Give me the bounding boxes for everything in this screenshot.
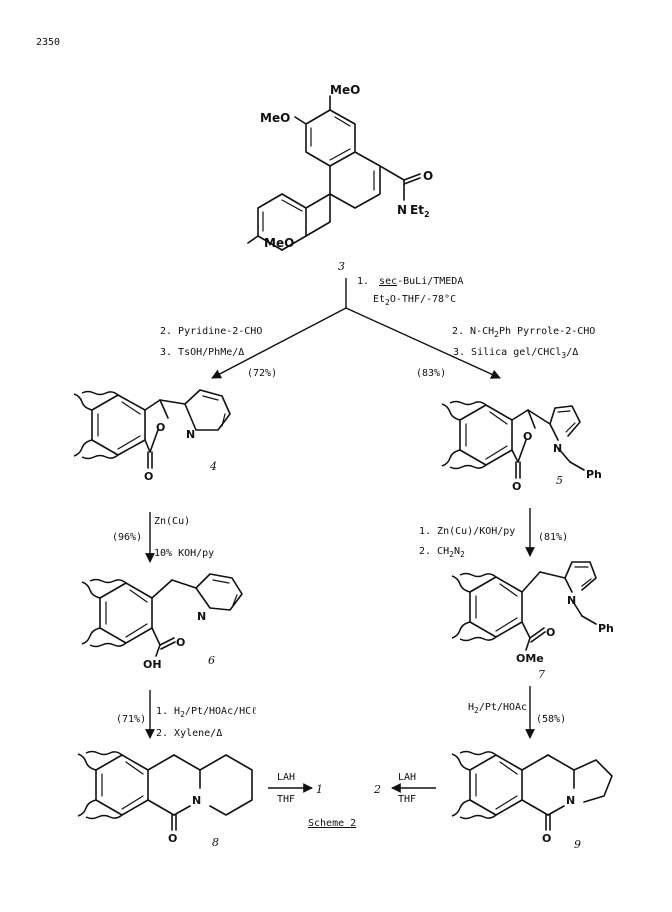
compound-9-structure [451, 750, 613, 831]
reagent-step1: 1.sec-BuLi/TMEDA [357, 276, 463, 287]
yield-4-to-6: (96%) [112, 532, 142, 543]
arrow-3-to-5 [345, 307, 501, 379]
compound-4-structure [73, 389, 231, 469]
yield-left: (72%) [247, 368, 277, 379]
atom-8-o: O [168, 832, 177, 845]
reagent-5-to-7-1: 1. Zn(Cu)/KOH/py [419, 526, 515, 537]
label-compound-6: 6 [208, 654, 215, 667]
reagent-4-to-6-2: 10% KOH/py [154, 548, 214, 559]
label-compound-9: 9 [574, 838, 581, 851]
atom-amide-n: N [397, 203, 407, 217]
compound-7-structure [451, 561, 597, 651]
atom-meo-mid: MeO [260, 111, 290, 125]
atom-4-o-carbonyl: O [144, 470, 153, 483]
yield-right: (83%) [416, 368, 446, 379]
atom-8-n: N [192, 794, 201, 807]
scheme-title: Scheme 2 [308, 818, 356, 829]
atom-7-n: N [567, 594, 576, 607]
compound-5-structure [441, 400, 585, 479]
reagent-5-to-7-2: 2. CH2N2 [419, 546, 465, 559]
atom-9-o: O [542, 832, 551, 845]
atom-5-o-ring: O [523, 430, 532, 443]
arrow-3-to-4 [211, 307, 347, 379]
reagent-step1-solvent: Et2O-THF/-78°C [373, 294, 456, 307]
compound-8-structure [77, 750, 253, 831]
atom-amide-o: O [423, 169, 433, 183]
label-compound-8: 8 [212, 836, 219, 849]
atom-amide-et: Et2 [410, 203, 430, 219]
label-compound-5: 5 [556, 474, 563, 487]
yield-7-to-9: (58%) [536, 714, 566, 725]
label-compound-4: 4 [209, 460, 217, 473]
reagent-6-to-8-1: 1. H2/Pt/HOAc/HCℓ [156, 706, 257, 719]
yield-6-to-8: (71%) [116, 714, 146, 725]
page-number: 2350 [36, 37, 60, 48]
atom-6-o-carbonyl: O [176, 636, 185, 649]
reagent-right-step2: 2. N-CH2Ph Pyrrole-2-CHO [452, 326, 595, 339]
atom-7-ome: OMe [516, 652, 544, 665]
atom-6-oh: OH [143, 658, 162, 671]
reagent-left-step2: 2. Pyridine-2-CHO [160, 326, 262, 337]
atom-5-o-carbonyl: O [512, 480, 521, 493]
atom-5-n: N [553, 442, 562, 455]
label-compound-2: 2 [373, 783, 381, 796]
atom-meo-top: MeO [330, 83, 360, 97]
atom-9-n: N [566, 794, 575, 807]
yield-5-to-7: (81%) [538, 532, 568, 543]
label-compound-7: 7 [538, 668, 545, 681]
label-compound-3: 3 [338, 260, 345, 273]
reagent-left-step3: 3. TsOH/PhMe/Δ [160, 347, 244, 358]
reduction-right-bottom: THF [398, 794, 416, 805]
atom-6-n: N [197, 610, 206, 623]
reduction-left-top: LAH [277, 772, 295, 783]
atom-4-o-ring: O [156, 421, 165, 434]
reduction-right-top: LAH [398, 772, 416, 783]
reagent-6-to-8-2: 2. Xylene/Δ [156, 728, 222, 739]
atom-meo-bottom: MeO [264, 236, 294, 250]
reagent-4-to-6-1: Zn(Cu) [154, 516, 190, 527]
reagent-right-step3: 3. Silica gel/CHCl3/Δ [453, 347, 578, 360]
atom-5-ph: Ph [586, 468, 602, 481]
compound-3-structure [247, 95, 421, 251]
reduction-left-bottom: THF [277, 794, 295, 805]
label-compound-1: 1 [316, 783, 323, 796]
atom-4-n: N [186, 428, 195, 441]
reagent-7-to-9: H2/Pt/HOAc [468, 702, 527, 715]
compound-6-structure [81, 573, 243, 657]
atom-7-o-carbonyl: O [546, 626, 555, 639]
atom-7-ph: Ph [598, 622, 614, 635]
